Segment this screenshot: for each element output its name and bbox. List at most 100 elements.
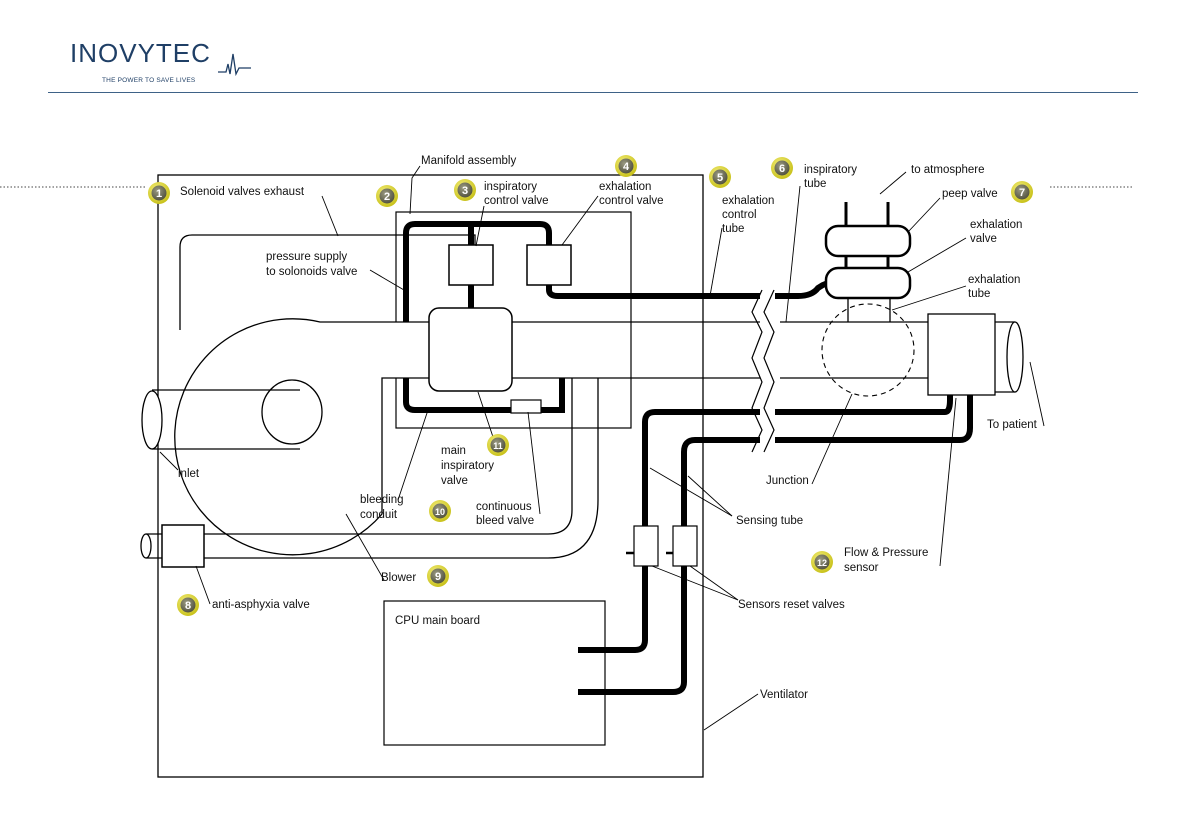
badge-9: 9: [427, 565, 449, 587]
badge-12: 12: [811, 551, 833, 573]
badge-7: 7: [1011, 181, 1033, 203]
page-header: INOVYTEC THE POWER TO SAVE LIVES: [0, 0, 1191, 100]
leader-exh-ctrl: [561, 195, 599, 246]
label-exh-tube2-1: exhalation: [968, 274, 1020, 286]
exhalation-tube: [847, 298, 891, 322]
label-sensing: Sensing tube: [736, 515, 803, 527]
leader-reset-b: [689, 565, 739, 601]
label-cpu: CPU main board: [395, 615, 480, 627]
sensor-reset-valve-2: [672, 525, 698, 567]
badge-3: 3: [454, 179, 476, 201]
badge-10: 10: [429, 500, 451, 522]
leader-exh-valve: [907, 237, 967, 273]
leader-peep: [907, 197, 941, 233]
label-insp-tube-1: inspiratory: [804, 164, 857, 176]
heartbeat-icon: [218, 53, 251, 76]
svg-text:2: 2: [384, 191, 390, 203]
exhalation-control-valve: [526, 244, 572, 286]
continuous-bleed-valve: [510, 399, 542, 414]
leader-anti: [195, 565, 211, 605]
leader-insp-ctrl: [475, 205, 485, 247]
label-exh-tube2-2: tube: [968, 288, 990, 300]
label-atmosphere: to atmosphere: [911, 164, 985, 176]
leader-bleed: [397, 409, 429, 501]
label-exh-tube-3: tube: [722, 223, 744, 235]
atmosphere-pipes: [844, 202, 890, 226]
leader-exh-tube: [709, 227, 723, 297]
exhalation-valve: [824, 266, 912, 300]
blower-impeller: [261, 379, 323, 445]
exhalation-control-tube: [546, 285, 760, 299]
sensor-reset-valve-1: [633, 525, 659, 567]
badge-8: 8: [177, 594, 199, 616]
label-peep: peep valve: [942, 188, 998, 200]
anti-asphyxia-inlet: [146, 533, 162, 559]
label-main-insp-3: valve: [441, 475, 468, 487]
badge-11: 11: [487, 434, 509, 456]
label-cont-bleed-1: continuous: [476, 501, 532, 513]
leader-inlet: [159, 451, 179, 471]
label-inlet: inlet: [178, 468, 200, 480]
label-exh-tube-1: exhalation: [722, 195, 774, 207]
solenoid-exhaust-line: [179, 234, 476, 330]
label-flow-1: Flow & Pressure: [844, 547, 928, 559]
badge-2: 2: [376, 185, 398, 207]
anti-asphyxia-inlet-end: [140, 533, 152, 559]
bleed-conduit-line: [403, 378, 565, 413]
sensing-tube-1: [578, 409, 760, 653]
brand-tagline: THE POWER TO SAVE LIVES: [102, 77, 196, 84]
label-cont-bleed-2: bleed valve: [476, 515, 534, 527]
cpu-main-board: [383, 600, 606, 746]
tube-break-2: [763, 289, 775, 453]
svg-text:10: 10: [435, 507, 445, 517]
leader-flow: [939, 397, 957, 567]
svg-text:7: 7: [1019, 187, 1025, 199]
svg-text:5: 5: [717, 172, 723, 184]
leader-manifold: [409, 165, 421, 215]
label-main-insp-2: inspiratory: [441, 460, 494, 472]
label-junction: Junction: [766, 475, 809, 487]
leader-solenoid: [321, 195, 339, 237]
badge-1: 1: [148, 182, 170, 204]
label-reset: Sensors reset valves: [738, 599, 845, 611]
label-exh-ctrl-2: control valve: [599, 195, 664, 207]
sensing-tube-1b: [775, 395, 953, 415]
leader-ventilator: [703, 693, 759, 731]
svg-text:9: 9: [435, 571, 441, 583]
svg-text:8: 8: [185, 600, 191, 612]
badge-6: 6: [771, 157, 793, 179]
label-exh-tube-2: control: [722, 209, 757, 221]
main-inspiratory-valve: [428, 307, 513, 392]
brand-logo: INOVYTEC: [70, 38, 211, 68]
leader-patient: [1029, 361, 1045, 427]
leader-pressure: [369, 269, 405, 291]
label-to-patient: To patient: [987, 419, 1038, 431]
bleed-return-conduit: [204, 378, 599, 559]
pressure-supply-line: [403, 221, 552, 322]
ventilator-enclosure: [157, 174, 704, 778]
svg-text:3: 3: [462, 185, 468, 197]
label-anti: anti-asphyxia valve: [212, 599, 310, 611]
label-bleed-1: bleeding: [360, 494, 403, 506]
leader-sensing-a: [649, 467, 733, 517]
peep-valve: [824, 224, 912, 258]
patient-tube: [995, 321, 1015, 393]
label-insp-ctrl-2: control valve: [484, 195, 549, 207]
label-exh-valve-2: valve: [970, 233, 997, 245]
leader-sensing-b: [687, 475, 733, 517]
label-insp-ctrl-1: inspiratory: [484, 181, 537, 193]
main-conduit-bottom: [510, 377, 930, 428]
label-exh-ctrl-1: exhalation: [599, 181, 651, 193]
badge-4: 4: [615, 155, 637, 177]
leader-junction: [811, 393, 853, 485]
leader-main-insp: [477, 391, 495, 441]
label-bleed-2: conduit: [360, 509, 398, 521]
label-insp-tube-2: tube: [804, 178, 826, 190]
inlet-tube: [152, 389, 300, 450]
label-manifold: Manifold assembly: [421, 155, 516, 167]
svg-text:6: 6: [779, 163, 785, 175]
leader-insp-tube: [785, 185, 801, 323]
flow-pressure-sensor: [927, 313, 996, 396]
junction-circle: [821, 303, 915, 397]
